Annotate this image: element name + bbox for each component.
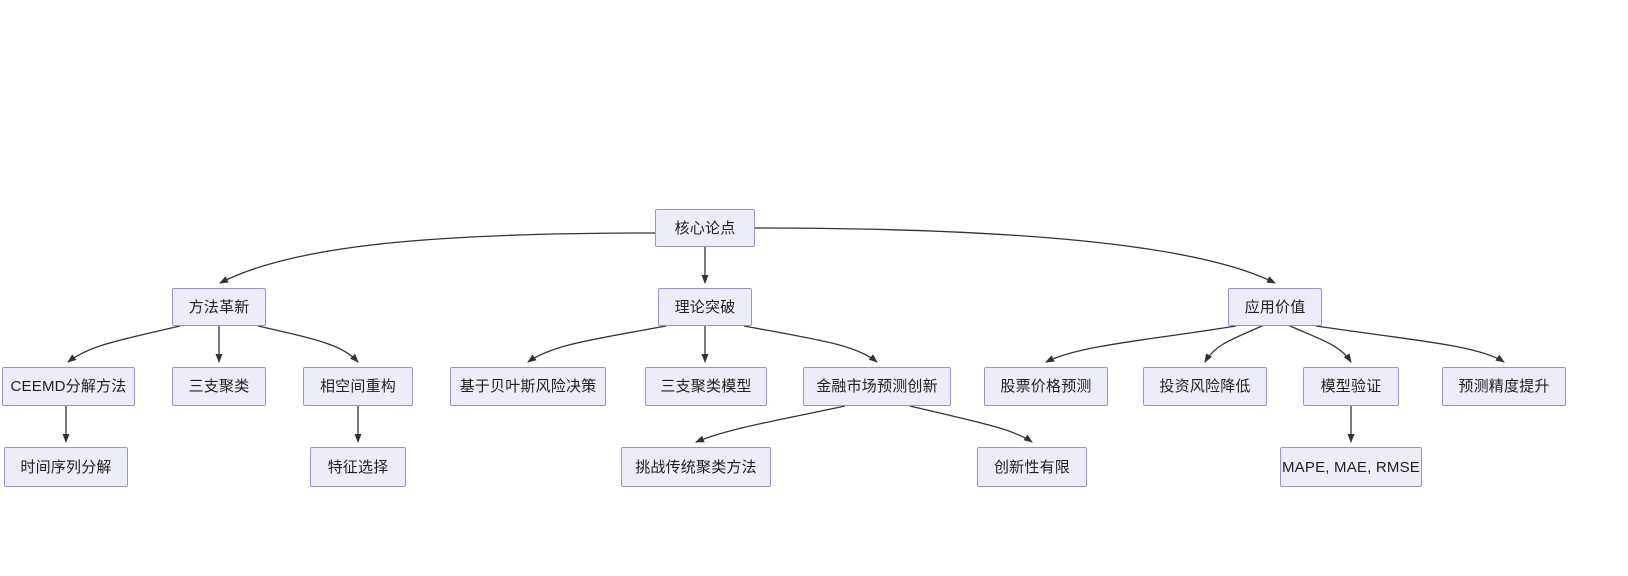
node-label: 相空间重构	[319, 378, 396, 395]
node-l2b1[interactable]: 基于贝叶斯风险决策	[450, 367, 606, 406]
node-l1c[interactable]: 应用价值	[1228, 288, 1322, 326]
node-label: 理论突破	[674, 298, 736, 316]
node-label: 方法革新	[188, 298, 250, 316]
node-l2c2[interactable]: 投资风险降低	[1143, 367, 1267, 406]
node-l2c4[interactable]: 预测精度提升	[1442, 367, 1566, 406]
node-l2b2[interactable]: 三支聚类模型	[645, 367, 767, 406]
node-l2a2[interactable]: 三支聚类	[172, 367, 266, 406]
node-label: 金融市场预测创新	[816, 378, 938, 395]
node-l3c3[interactable]: MAPE, MAE, RMSE	[1280, 447, 1422, 487]
node-label: 模型验证	[1320, 378, 1382, 395]
node-label: 时间序列分解	[20, 458, 112, 476]
node-l2b3[interactable]: 金融市场预测创新	[803, 367, 951, 406]
node-label: 创新性有限	[993, 458, 1070, 476]
node-label: 三支聚类	[188, 378, 250, 395]
node-label: 核心论点	[674, 219, 736, 237]
node-label: 三支聚类模型	[660, 378, 752, 395]
node-label: CEEMD分解方法	[10, 378, 127, 395]
node-label: 基于贝叶斯风险决策	[459, 378, 597, 395]
node-l1a[interactable]: 方法革新	[172, 288, 266, 326]
node-label: 投资风险降低	[1159, 378, 1251, 395]
node-label: 挑战传统聚类方法	[635, 458, 757, 476]
node-root[interactable]: 核心论点	[655, 209, 755, 247]
node-label: 特征选择	[327, 458, 389, 476]
node-label: MAPE, MAE, RMSE	[1281, 458, 1421, 476]
node-l2c1[interactable]: 股票价格预测	[984, 367, 1108, 406]
node-l2a3[interactable]: 相空间重构	[303, 367, 413, 406]
node-label: 应用价值	[1244, 298, 1306, 316]
node-label: 股票价格预测	[1000, 378, 1092, 395]
node-l2a1[interactable]: CEEMD分解方法	[2, 367, 135, 406]
node-l3b3b[interactable]: 创新性有限	[977, 447, 1087, 487]
node-l2c3[interactable]: 模型验证	[1303, 367, 1399, 406]
node-l3a3[interactable]: 特征选择	[310, 447, 406, 487]
node-l3b3a[interactable]: 挑战传统聚类方法	[621, 447, 771, 487]
node-label: 预测精度提升	[1458, 378, 1550, 395]
node-l3a1[interactable]: 时间序列分解	[4, 447, 128, 487]
node-l1b[interactable]: 理论突破	[658, 288, 752, 326]
